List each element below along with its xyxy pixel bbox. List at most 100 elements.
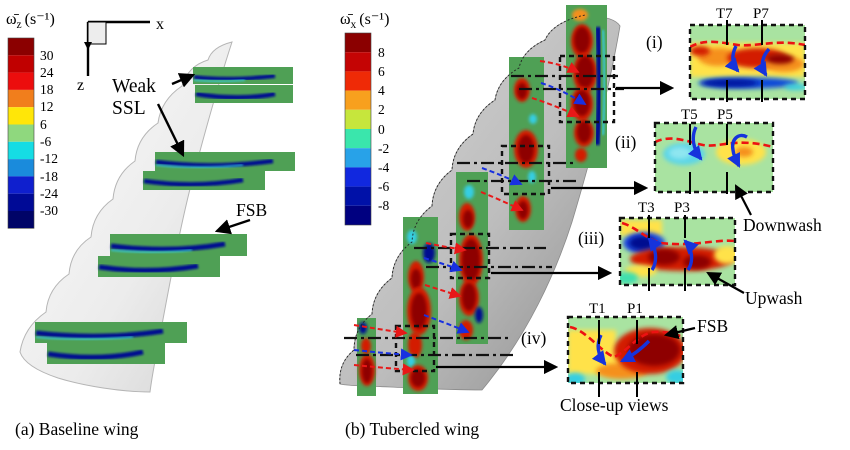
contour-slice [98, 256, 220, 277]
contour-slice [110, 234, 247, 256]
closeup-ii: T5 P5 (ii) [615, 107, 775, 194]
colorbar-z-tick: -12 [40, 151, 58, 166]
colorbar-z-title: ω̄z(s⁻¹) [6, 11, 55, 31]
colorbar-z-band [8, 159, 34, 177]
contour-slice [35, 322, 187, 343]
colorbar-x-band [345, 52, 371, 72]
contour-slice [143, 171, 265, 190]
z-axis-label: z [77, 77, 84, 94]
fsb-label-left: FSB [236, 200, 267, 220]
closeup-iii-label: (iii) [578, 228, 604, 248]
colorbar-x-tick: 2 [378, 102, 385, 117]
colorbar-x-tick: -2 [378, 141, 389, 156]
colorbar-z-band [8, 176, 34, 194]
contour-slice [155, 152, 295, 171]
colorbar-x-tick: 4 [378, 83, 385, 98]
weak-ssl-arrow-1 [171, 73, 196, 88]
colorbar-z-tick: -6 [40, 134, 51, 149]
axis-down-arrowhead [84, 42, 92, 50]
closeup-iv-border [566, 315, 685, 385]
closeup-iii-border [618, 216, 737, 287]
axis-indicator: x z [77, 16, 164, 94]
vortex-path-red [539, 60, 580, 73]
closeup-iv: T1 P1 (iv) [521, 301, 685, 397]
vortex-path-blue [353, 348, 413, 361]
vortex-path-red [353, 324, 408, 338]
colorbar-z-tick: -30 [40, 203, 58, 218]
p3-label: P3 [674, 200, 690, 216]
closeup-caption: Close-up views [560, 395, 669, 415]
contour-slice [357, 318, 376, 396]
colorbar-z-band [8, 55, 34, 73]
colorbar-z-band [8, 124, 34, 142]
t1-label: T1 [589, 301, 606, 317]
axis-origin-box [87, 21, 107, 45]
upwash-label: Upwash [745, 288, 803, 308]
contour-slice [456, 172, 488, 344]
t7-label: T7 [716, 6, 733, 22]
closeup-i: T7 P7 (i) [646, 6, 807, 102]
weak-ssl-arrow-2 [156, 103, 185, 158]
colorbar-x-tick: -8 [378, 198, 389, 213]
vortex-path-blue [423, 314, 470, 334]
baseline-slices [35, 67, 295, 364]
colorbar-x-tick: -6 [378, 179, 389, 194]
closeup-ii-border [653, 121, 775, 194]
colorbar-z-tick: 24 [40, 65, 54, 80]
colorbar-x-band [345, 205, 371, 225]
vortex-path-red [424, 284, 462, 299]
colorbar-x: ω̄x(s⁻¹) 8 6 4 2 0 -2 -4 -6 -8 [340, 11, 389, 226]
colorbar-z-tick: 18 [40, 82, 54, 97]
tubercled-overlays [344, 54, 675, 376]
colorbar-x-band [345, 33, 371, 53]
contour-slice [566, 5, 607, 168]
colorbar-x-band [345, 129, 371, 149]
vortex-path-blue [481, 167, 523, 186]
p5-label: P5 [717, 107, 733, 123]
colorbar-x-band [345, 71, 371, 91]
contour-slice [193, 67, 293, 84]
closeup-iv-label: (iv) [521, 328, 546, 348]
colorbar-x-band [345, 109, 371, 129]
x-axis-label: x [156, 16, 164, 33]
fsb-arrow-left [214, 218, 251, 235]
inset-box-iv [394, 324, 436, 373]
colorbar-z-band [8, 193, 34, 211]
downwash-arrow [735, 184, 752, 216]
colorbar-x-frame [344, 32, 372, 226]
colorbar-z-frame [7, 37, 35, 229]
colorbar-x-tick: 0 [378, 122, 385, 137]
baseline-annotations: Weak SSL FSB [112, 73, 267, 235]
vortex-path-red [425, 242, 467, 255]
colorbar-x-band [345, 186, 371, 206]
vortex-path-red [480, 191, 524, 212]
downwash-label: Downwash [743, 215, 822, 235]
inset-box-iii [449, 232, 491, 280]
p7-label: P7 [753, 6, 769, 22]
colorbar-x-title: ω̄x(s⁻¹) [340, 11, 389, 31]
colorbar-x-band [345, 167, 371, 187]
colorbar-z: ω̄z(s⁻¹) 30 24 18 12 6 -6 -12 -18 -24 -3… [6, 11, 58, 229]
tubercled-leading-edge [339, 14, 586, 385]
closeup-annotations: Downwash Upwash FSB Close-up views [560, 184, 822, 415]
colorbar-x-tick: 6 [378, 64, 385, 79]
contour-slice [195, 85, 293, 103]
vortex-path-blue [423, 257, 463, 273]
colorbar-z-band [8, 38, 34, 56]
vortex-path-red [531, 97, 580, 118]
closeup-i-border [688, 23, 807, 101]
weak-ssl-label: Weak [112, 76, 156, 97]
inset-box-i [558, 54, 616, 124]
contour-slice [403, 217, 438, 394]
weak-ssl-label-2: SSL [112, 98, 146, 119]
colorbar-x-band [345, 148, 371, 168]
colorbar-z-tick: -18 [40, 169, 58, 184]
fsb-arrow-right [663, 325, 696, 340]
colorbar-x-band [345, 90, 371, 110]
colorbar-z-band [8, 211, 34, 229]
colorbar-z-band [8, 107, 34, 125]
t5-label: T5 [681, 107, 698, 123]
contour-slice [47, 342, 165, 364]
